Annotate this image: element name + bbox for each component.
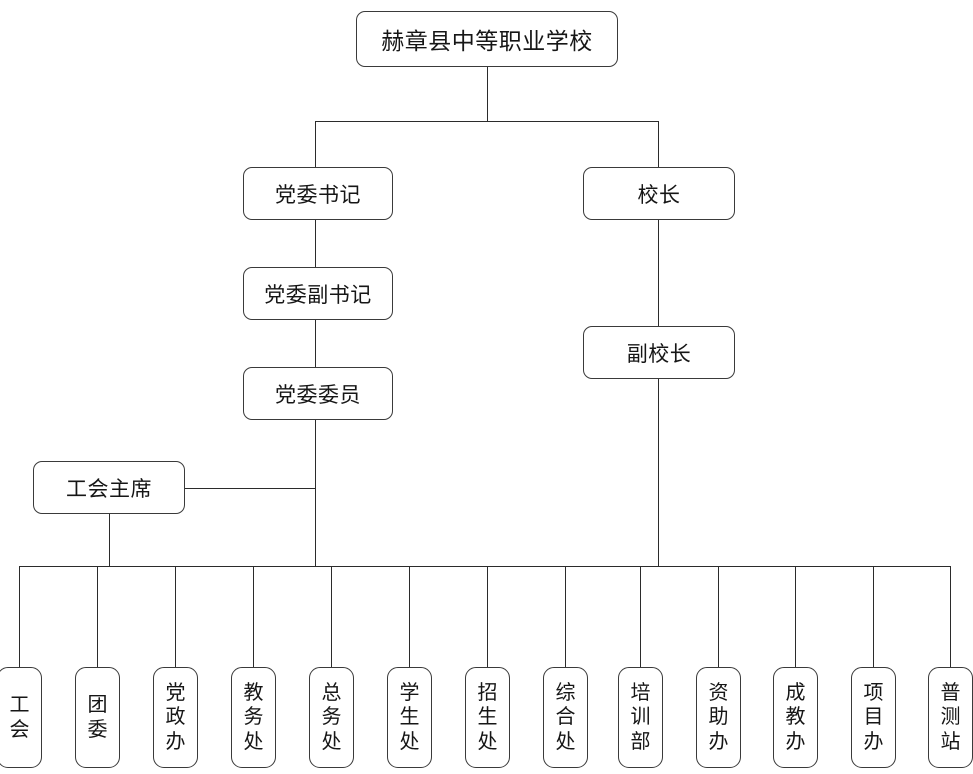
connector-top-split-bar <box>315 121 658 122</box>
connector-drop-dept-5 <box>331 566 332 667</box>
node-label: 副校长 <box>626 342 692 366</box>
connector-drop-dept-3 <box>175 566 176 667</box>
node-label: 资助办 <box>708 681 729 753</box>
connector-drop-dept-6 <box>409 566 410 667</box>
node-label: 项目办 <box>863 681 884 753</box>
node-label: 党委副书记 <box>264 283 372 307</box>
node-department-10[interactable]: 资助办 <box>696 667 741 768</box>
connector-drop-dept-8 <box>565 566 566 667</box>
node-label: 招生处 <box>477 681 498 753</box>
node-deputy-party-secretary[interactable]: 党委副书记 <box>243 267 393 320</box>
connector-drop-dept-9 <box>640 566 641 667</box>
node-label: 成教办 <box>785 681 806 753</box>
node-party-committee-member[interactable]: 党委委员 <box>243 367 393 420</box>
connector-department-bus <box>19 566 951 567</box>
node-label: 团委 <box>87 694 108 741</box>
node-label: 综合处 <box>555 681 576 753</box>
connector-drop-dept-11 <box>795 566 796 667</box>
connector-root-stem <box>487 67 488 122</box>
node-vice-principal[interactable]: 副校长 <box>583 326 735 379</box>
node-department-1[interactable]: 工会 <box>0 667 42 768</box>
connector-vice-to-bus <box>658 379 659 566</box>
node-label: 普测站 <box>940 681 961 753</box>
connector-to-party-secretary <box>315 121 316 167</box>
connector-drop-dept-13 <box>950 566 951 667</box>
node-union-chairman[interactable]: 工会主席 <box>33 461 185 514</box>
connector-drop-dept-1 <box>19 566 20 667</box>
node-school-root[interactable]: 赫章县中等职业学校 <box>356 11 618 67</box>
connector-drop-dept-12 <box>873 566 874 667</box>
connector-to-principal <box>658 121 659 167</box>
connector-drop-dept-7 <box>487 566 488 667</box>
node-label: 党政办 <box>165 681 186 753</box>
node-department-13[interactable]: 普测站 <box>928 667 973 768</box>
connector-deputy-to-member <box>315 320 316 367</box>
node-department-8[interactable]: 综合处 <box>543 667 588 768</box>
node-label: 学生处 <box>399 681 420 753</box>
connector-drop-dept-10 <box>718 566 719 667</box>
node-label: 工会 <box>9 694 30 741</box>
connector-drop-dept-4 <box>253 566 254 667</box>
node-department-9[interactable]: 培训部 <box>618 667 663 768</box>
node-label: 教务处 <box>243 681 264 753</box>
node-department-3[interactable]: 党政办 <box>153 667 198 768</box>
node-label: 工会主席 <box>66 477 152 501</box>
node-principal[interactable]: 校长 <box>583 167 735 220</box>
node-department-6[interactable]: 学生处 <box>387 667 432 768</box>
node-label: 党委书记 <box>275 183 361 207</box>
node-label: 总务处 <box>321 681 342 753</box>
node-label: 校长 <box>637 183 681 207</box>
node-department-5[interactable]: 总务处 <box>309 667 354 768</box>
connector-principal-to-vice <box>658 220 659 326</box>
node-department-11[interactable]: 成教办 <box>773 667 818 768</box>
node-department-12[interactable]: 项目办 <box>851 667 896 768</box>
connector-drop-dept-2 <box>97 566 98 667</box>
connector-member-to-bus <box>315 420 316 566</box>
node-label: 赫章县中等职业学校 <box>381 28 593 54</box>
node-label: 党委委员 <box>275 383 361 407</box>
connector-union-to-party-trunk <box>185 488 316 489</box>
node-party-secretary[interactable]: 党委书记 <box>243 167 393 220</box>
connector-union-to-bus <box>109 514 110 566</box>
node-label: 培训部 <box>630 681 651 753</box>
node-department-2[interactable]: 团委 <box>75 667 120 768</box>
node-department-4[interactable]: 教务处 <box>231 667 276 768</box>
node-department-7[interactable]: 招生处 <box>465 667 510 768</box>
connector-secretary-to-deputy <box>315 220 316 267</box>
